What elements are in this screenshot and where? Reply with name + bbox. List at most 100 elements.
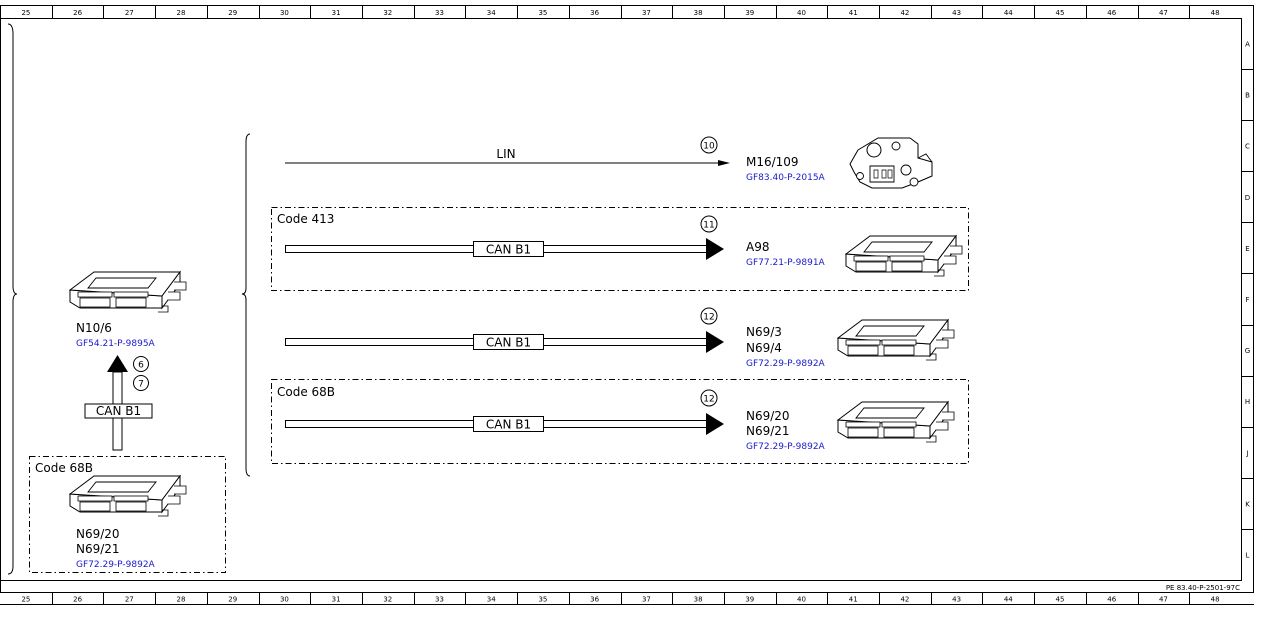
link-2-bus: CAN B1 — [486, 243, 531, 257]
source-code-module-1: N69/20 — [76, 527, 120, 541]
link-1-module-ref[interactable]: GF83.40-P-2015A — [746, 173, 826, 183]
column-label-top: 29 — [228, 9, 237, 17]
column-label-top: 27 — [125, 9, 134, 17]
marker-circle — [133, 356, 149, 372]
column-label-top: 32 — [383, 9, 392, 17]
row-label: D — [1245, 194, 1250, 202]
link-3-module-ref[interactable]: GF72.29-P-9892A — [746, 359, 826, 369]
source-module-name: N10/6 — [76, 321, 112, 335]
left-brace — [7, 23, 18, 575]
source-marker-1: 6 — [138, 361, 144, 371]
column-label-bottom: 34 — [487, 596, 496, 604]
column-label-bottom: 46 — [1107, 596, 1116, 604]
column-label-top: 48 — [1211, 9, 1220, 17]
source-module-ref[interactable]: GF54.21-P-9895A — [76, 339, 156, 349]
row-label: A — [1245, 41, 1250, 49]
column-label-top: 40 — [797, 9, 806, 17]
column-label-top: 26 — [73, 9, 82, 17]
column-label-bottom: 45 — [1056, 596, 1065, 604]
column-label-top: 37 — [642, 9, 651, 17]
ecu-icon — [837, 401, 955, 443]
link-can-413: Code 413 CAN B1 11 A98 GF77.21-P-9891A — [271, 207, 969, 291]
row-label: G — [1245, 347, 1250, 355]
column-label-top: 31 — [332, 9, 341, 17]
column-label-bottom: 43 — [952, 596, 961, 604]
column-label-top: 45 — [1056, 9, 1065, 17]
link-3-module-2: N69/4 — [746, 341, 782, 355]
source-module: N10/6 GF54.21-P-9895A — [69, 271, 187, 349]
row-label: L — [1246, 552, 1250, 560]
source-code-box: Code 68B N69/20 N69/21 GF72.29-P-9892A — [29, 456, 226, 573]
column-label-top: 43 — [952, 9, 961, 17]
column-label-top: 44 — [1004, 9, 1013, 17]
bus-label-box — [84, 403, 153, 419]
column-label-bottom: 27 — [125, 596, 134, 604]
link-1-module: M16/109 — [746, 155, 799, 169]
column-label-top: 46 — [1107, 9, 1116, 17]
link-can-68b: Code 68B CAN B1 12 N69/20 N69/21 GF72.29… — [271, 379, 969, 464]
column-label-bottom: 33 — [435, 596, 444, 604]
source-code-module-ref[interactable]: GF72.29-P-9892A — [76, 560, 156, 570]
source-code-module-2: N69/21 — [76, 542, 120, 556]
link-lin: LIN 10 M16/109 GF83.40-P-2015A — [285, 136, 933, 189]
ecu-icon — [837, 319, 955, 361]
column-label-top: 33 — [435, 9, 444, 17]
ecu-icon — [69, 475, 187, 517]
column-label-top: 41 — [849, 9, 858, 17]
link-4-module-ref[interactable]: GF72.29-P-9892A — [746, 442, 826, 452]
column-label-bottom: 35 — [538, 596, 547, 604]
source-code-label: Code 68B — [35, 461, 93, 475]
column-label-bottom: 42 — [900, 596, 909, 604]
column-label-top: 39 — [745, 9, 754, 17]
link-3-bus: CAN B1 — [486, 336, 531, 350]
link-4-module-2: N69/21 — [746, 424, 790, 438]
ecu-icon — [845, 235, 963, 277]
link-3-module-1: N69/3 — [746, 325, 782, 339]
column-label-bottom: 25 — [21, 596, 30, 604]
source-bus-arrow: CAN B1 6 7 — [84, 355, 153, 451]
column-label-top: 28 — [177, 9, 186, 17]
column-label-bottom: 29 — [228, 596, 237, 604]
column-label-bottom: 38 — [694, 596, 703, 604]
column-label-top: 38 — [694, 9, 703, 17]
link-can-n69-3: CAN B1 12 N69/3 N69/4 GF72.29-P-9892A — [285, 307, 955, 369]
marker-circle — [133, 375, 149, 391]
column-label-top: 35 — [538, 9, 547, 17]
column-label-bottom: 28 — [177, 596, 186, 604]
actuator-motor-icon — [849, 137, 933, 189]
column-label-bottom: 31 — [332, 596, 341, 604]
row-label: E — [1245, 245, 1249, 253]
link-1-bus: LIN — [496, 147, 515, 161]
link-2-marker: 11 — [703, 221, 714, 231]
column-label-bottom: 30 — [280, 596, 289, 604]
column-label-top: 47 — [1159, 9, 1168, 17]
column-label-top: 25 — [21, 9, 30, 17]
link-4-marker: 12 — [703, 395, 714, 405]
sheet-reference: PE 83.40-P-2501-97C — [1166, 584, 1240, 592]
column-label-top: 36 — [590, 9, 599, 17]
column-label-bottom: 36 — [590, 596, 599, 604]
drawing-frame — [0, 5, 1254, 605]
column-label-bottom: 48 — [1211, 596, 1220, 604]
column-label-bottom: 41 — [849, 596, 858, 604]
column-label-top: 34 — [487, 9, 496, 17]
link-2-module: A98 — [746, 240, 769, 254]
link-2-module-ref[interactable]: GF77.21-P-9891A — [746, 258, 826, 268]
link-3-marker: 12 — [703, 313, 714, 323]
row-label: F — [1245, 296, 1249, 304]
column-label-bottom: 40 — [797, 596, 806, 604]
link-4-code: Code 68B — [277, 385, 335, 399]
row-label: K — [1245, 500, 1250, 508]
row-label: J — [1245, 449, 1248, 457]
column-label-bottom: 37 — [642, 596, 651, 604]
row-label: B — [1245, 92, 1250, 100]
link-4-bus: CAN B1 — [486, 418, 531, 432]
source-bus-label: CAN B1 — [96, 404, 141, 418]
column-label-bottom: 47 — [1159, 596, 1168, 604]
row-label: C — [1245, 143, 1250, 151]
column-label-bottom: 39 — [745, 596, 754, 604]
